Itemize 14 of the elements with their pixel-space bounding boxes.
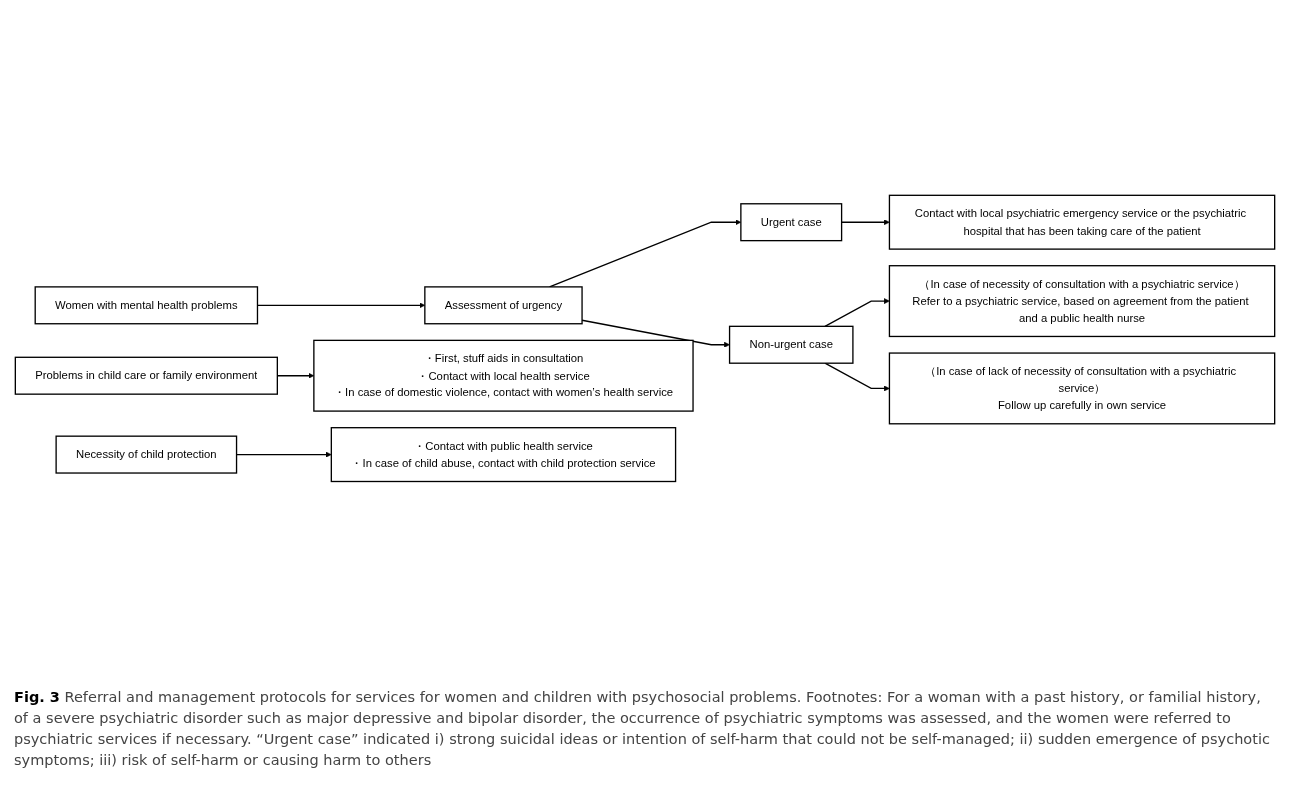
node-box — [14, 356, 278, 395]
node-box — [55, 435, 238, 474]
node-box — [888, 264, 1276, 337]
arrow — [824, 362, 890, 391]
node-box — [728, 325, 854, 364]
node-box — [740, 202, 843, 241]
figure-caption: Fig. 3 Referral and management protocols for services for women and children with psychosocial problems. Footnotes: For a woman with a past history, or familial history, of a severe psychiatric disorder such as major depressive and bipolar disorder, the occurrence of psychiatric symptoms was assessed, and the women were referred to psychiatric services if necessary. “Urgent case” indicated i) strong suicidal ideas or intention of self-harm that could not be self-managed; ii) sudden emergence of psychotic symptoms; iii) risk of self-harm or causing harm to others — [14, 687, 1271, 770]
node-box — [424, 285, 583, 324]
node-box — [34, 285, 259, 324]
node-box — [888, 352, 1276, 425]
node-box — [330, 426, 677, 482]
node-box — [313, 339, 694, 412]
flowchart: Women with mental health problems Assessment of urgency Urgent case Contact with local psychiatric emergency service or the psychiatric hospital that has been taking care of the patient Non-urgent case （In case of necessity of consultation with a psychiatric service） Refer to a psychiatric service, based on agreement from the patient and a public health nurse （In case of lack of necessity of consultation with a psychiatric service） Follow up carefully in own service Problems in child care or family environment ・First, stuff aids in consultation ・Contact with local health service ・In case of domestic violence, contact with women’s health service Necessity of child protection ・Contact with public health service ・In case of child abuse, contact with child protection service — [10, 189, 1280, 487]
node-box — [888, 194, 1276, 250]
